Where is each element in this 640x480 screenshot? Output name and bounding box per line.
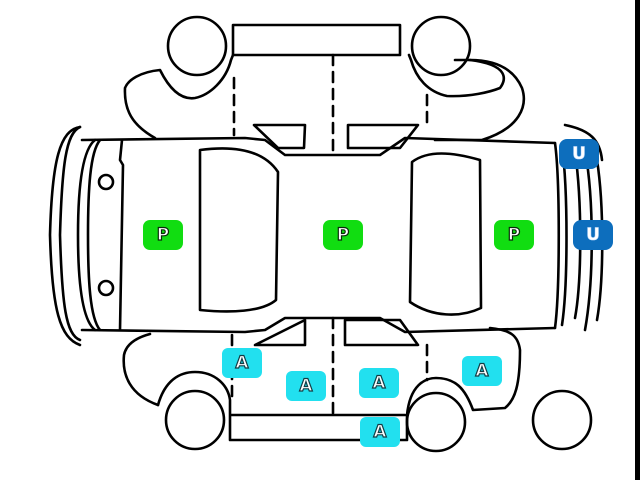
marker-code: U — [572, 143, 586, 164]
marker-code: P — [336, 224, 350, 245]
wheel-icon — [166, 15, 228, 77]
marker-p-roof[interactable]: P — [323, 220, 363, 250]
upper-side-view — [123, 15, 526, 152]
marker-code: A — [235, 352, 249, 373]
marker-a-rear-door[interactable]: A — [359, 368, 399, 398]
wheel-icon — [164, 389, 226, 451]
top-view-body — [48, 123, 604, 347]
wheel-icon — [405, 391, 467, 453]
marker-code: P — [507, 224, 521, 245]
marker-u-rear-bumper-upper[interactable]: U — [559, 139, 599, 169]
marker-u-rear-bumper[interactable]: U — [573, 220, 613, 250]
marker-a-front-fender[interactable]: A — [222, 348, 262, 378]
marker-a-rear-fender[interactable]: A — [462, 356, 502, 386]
right-edge-border — [635, 0, 640, 480]
marker-a-front-door[interactable]: A — [286, 371, 326, 401]
marker-p-hood[interactable]: P — [143, 220, 183, 250]
marker-p-trunk[interactable]: P — [494, 220, 534, 250]
wheel-icon — [410, 15, 472, 77]
lower-side-view — [122, 316, 593, 453]
marker-code: P — [156, 224, 170, 245]
marker-code: A — [372, 372, 386, 393]
marker-a-rocker-panel[interactable]: A — [360, 417, 400, 447]
marker-code: U — [586, 224, 600, 245]
wheel-icon — [531, 389, 593, 451]
marker-code: A — [373, 421, 387, 442]
marker-code: A — [299, 375, 313, 396]
marker-code: A — [475, 360, 489, 381]
